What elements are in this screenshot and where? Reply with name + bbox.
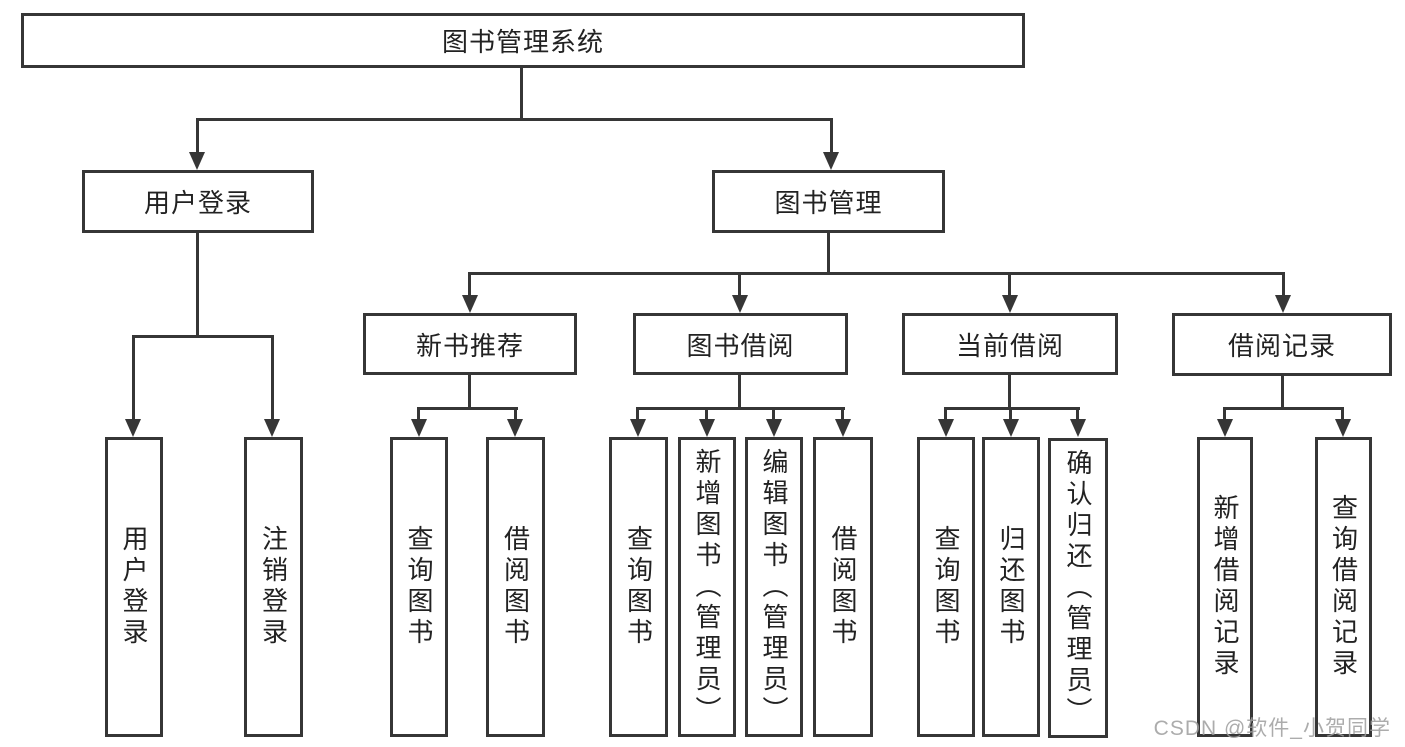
leaf-confirm-return-admin: 确认归还（管理员） [1048,438,1108,738]
node-user-login: 用户登录 [82,170,314,233]
arrowhead-down [1002,295,1018,313]
connector-line [738,375,741,409]
connector-login-bar [132,335,274,338]
connector-line [1282,272,1285,298]
leaf-add-borrow-record: 新增借阅记录 [1197,437,1253,737]
arrowhead-down [1275,295,1291,313]
arrowhead-down [264,419,280,437]
connector-bar [636,407,845,410]
connector-bar [944,407,1080,410]
leaf-add-book-admin: 新增图书（管理员） [678,437,736,737]
connector-line [1076,407,1079,422]
arrowhead-down [938,419,954,437]
connector-bar [417,407,518,410]
connector-line [196,118,199,154]
arrowhead-down [462,295,478,313]
connector-line [772,407,775,422]
node-book-management: 图书管理 [712,170,945,233]
arrowhead-down [1217,419,1233,437]
connector-line [1009,407,1012,422]
leaf-return-book: 归还图书 [982,437,1040,737]
connector-line [514,407,517,422]
connector-line [1341,407,1344,422]
arrowhead-down [630,419,646,437]
node-borrowing-records: 借阅记录 [1172,313,1392,376]
node-new-book-recommendation: 新书推荐 [363,313,577,375]
connector-line [417,407,420,422]
arrowhead-down [823,152,839,170]
arrowhead-down [1070,419,1086,437]
connector-line [830,118,833,154]
leaf-user-login: 用户登录 [105,437,163,737]
connector-line [196,233,199,337]
connector-line [468,375,471,409]
connector-line [705,407,708,422]
connector-line [468,272,471,298]
connector-level3-bar [468,272,1285,275]
connector-line [738,272,741,298]
arrowhead-down [1335,419,1351,437]
leaf-borrow-book-2: 借阅图书 [813,437,873,737]
leaf-query-borrow-record: 查询借阅记录 [1315,437,1372,737]
leaf-query-book-1: 查询图书 [390,437,448,737]
connector-level2-bar [196,118,833,121]
connector-line [1008,375,1011,409]
leaf-query-book-2: 查询图书 [609,437,668,737]
connector-bar [1223,407,1344,410]
connector-line [827,233,830,275]
connector-line [271,335,274,422]
arrowhead-down [125,419,141,437]
connector-line [1281,376,1284,409]
arrowhead-down [411,419,427,437]
arrowhead-down [835,419,851,437]
connector-root-stem [520,67,523,120]
connector-line [841,407,844,422]
node-book-borrowing: 图书借阅 [633,313,848,375]
connector-line [132,335,135,422]
arrowhead-down [189,152,205,170]
connector-line [1223,407,1226,422]
arrowhead-down [766,419,782,437]
node-current-borrowing: 当前借阅 [902,313,1118,375]
csdn-watermark: CSDN @软件_小贺同学 [1153,717,1391,740]
connector-line [636,407,639,422]
leaf-borrow-book-1: 借阅图书 [486,437,545,737]
connector-line [944,407,947,422]
connector-line [1008,272,1011,298]
leaf-logout: 注销登录 [244,437,303,737]
node-root: 图书管理系统 [21,13,1025,68]
leaf-query-book-3: 查询图书 [917,437,975,737]
arrowhead-down [507,419,523,437]
arrowhead-down [699,419,715,437]
arrowhead-down [1003,419,1019,437]
leaf-edit-book-admin: 编辑图书（管理员） [745,437,803,737]
arrowhead-down [732,295,748,313]
